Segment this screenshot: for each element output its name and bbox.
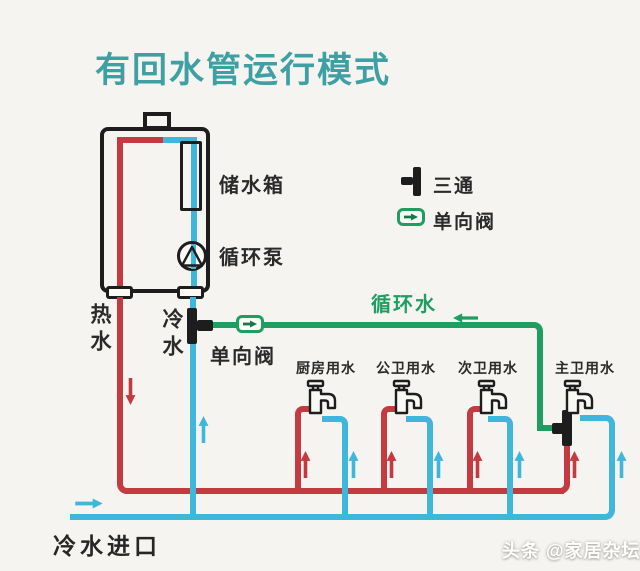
hot-riser-public-bath <box>381 406 407 494</box>
flow-arrow-up-hot-second <box>472 451 483 478</box>
pump-label: 循环泵 <box>219 247 285 269</box>
page-title: 有回水管运行模式 <box>95 51 392 90</box>
check-valve-label: 单向阀 <box>210 346 276 368</box>
cold-riser-kitchen <box>322 416 348 520</box>
cold-pipe-internal-top <box>163 137 197 143</box>
watermark: 头条 @家居杂坛 <box>502 541 640 561</box>
legend-tee-icon <box>413 167 421 196</box>
storage-tank <box>180 141 202 211</box>
flow-arrow-up-hot-kitchen <box>300 451 311 478</box>
flow-arrow-up-cold-master <box>616 451 627 478</box>
hot-main-pipe <box>117 297 564 494</box>
faucet-icon-second-bath <box>477 379 508 415</box>
hot-riser-master <box>558 443 570 494</box>
faucet-icon-public-bath <box>392 379 423 415</box>
tee-icon-cold-line <box>187 308 197 344</box>
fixture-label-second-bath: 次卫用水 <box>458 360 518 376</box>
flow-arrow-up-cold-second <box>514 451 525 478</box>
flow-arrow-up-hot-master <box>569 451 580 478</box>
flow-arrow-down-hot <box>125 378 136 405</box>
flow-arrow-right-inlet <box>75 498 103 509</box>
circulation-pipe <box>212 322 543 431</box>
flow-arrow-up-hot-public <box>386 451 397 478</box>
hot-water-label: 热水 <box>88 303 111 357</box>
circulation-pipe-end <box>537 425 557 431</box>
faucet-icon-kitchen <box>306 379 337 415</box>
cold-inlet-label: 冷水进口 <box>53 533 161 559</box>
tee-icon-master-line-stub <box>552 423 564 434</box>
cold-feed-pipe <box>190 297 196 520</box>
faucet-icon-master-bath <box>563 379 594 415</box>
flow-arrow-up-cold-public <box>433 451 444 478</box>
tee-icon-master-line <box>562 410 572 446</box>
cold-branch-master <box>580 415 615 431</box>
cold-pipe-internal-right <box>191 137 197 293</box>
legend-tee-icon-stub <box>401 177 413 185</box>
hot-pipe-internal-left <box>117 137 123 293</box>
tee-icon-cold-line-stub <box>197 320 213 331</box>
cold-riser-second-bath <box>488 416 513 520</box>
heater-box <box>100 127 210 293</box>
hot-pipe-internal-top <box>117 137 163 143</box>
flow-arrow-left-circulation <box>453 313 478 323</box>
fixture-label-public-bath: 公卫用水 <box>376 360 436 376</box>
hot-riser-kitchen <box>295 406 321 494</box>
legend-check-valve-icon <box>397 208 425 226</box>
legend-check-valve-label: 单向阀 <box>433 212 497 233</box>
fixture-label-master-bath: 主卫用水 <box>555 360 615 376</box>
pump-flow-line <box>191 244 196 269</box>
pump-triangle-icon <box>181 246 203 267</box>
check-valve-icon <box>236 315 264 333</box>
legend-tee-label: 三通 <box>433 176 476 197</box>
cold-water-label: 冷水 <box>160 308 183 362</box>
cold-riser-public-bath <box>406 416 433 520</box>
circulation-water-label: 循环水 <box>371 294 437 316</box>
flow-arrow-up-cold-kitchen <box>348 451 359 478</box>
flow-arrow-up-cold <box>198 416 209 443</box>
fixture-label-kitchen: 厨房用水 <box>296 360 356 376</box>
tank-label: 储水箱 <box>219 175 285 197</box>
